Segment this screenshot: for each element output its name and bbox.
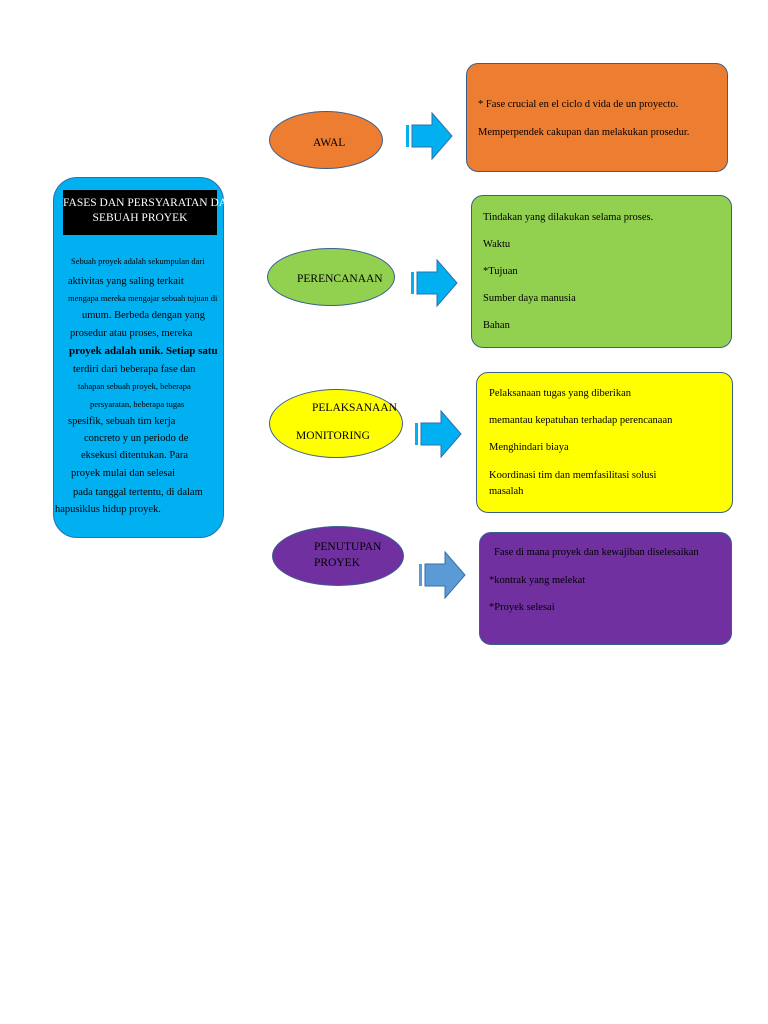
- phase-penutupan-label: PENUTUPAN: [314, 541, 382, 553]
- phase-perencanaan-item: Sumber daya manusia: [483, 293, 576, 304]
- info-panel-title-line-1: FASES DAN PERSYARATAN DA: [63, 197, 228, 209]
- info-panel-title-line-2: SEBUAH PROYEK: [92, 212, 188, 224]
- phase-perencanaan-item: Waktu: [483, 239, 511, 250]
- info-panel-line: persyaratan, beberapa tugas: [90, 399, 185, 409]
- info-panel-line: Sebuah proyek adalah sekumpulan dari: [71, 256, 205, 266]
- phase-pelaksanaan-ellipse: [269, 389, 403, 458]
- arrow-right-icon: [411, 258, 458, 308]
- info-panel-line: prosedur atau proses, mereka: [70, 328, 193, 339]
- phase-perencanaan-box: [471, 195, 732, 348]
- phase-pelaksanaan-item: masalah: [489, 486, 524, 497]
- phase-pelaksanaan-box: [476, 372, 733, 513]
- arrow-right-icon: [406, 111, 453, 161]
- info-panel-title: FASES DAN PERSYARATAN DA SEBUAH PROYEK: [63, 190, 228, 235]
- info-panel-line: concreto y un periodo de: [84, 433, 189, 444]
- phase-awal-ellipse: [269, 111, 383, 169]
- phase-penutupan-item: *Proyek selesai: [489, 602, 555, 613]
- info-panel-line: mengapa mereka mengajar sebuah tujuan di: [68, 293, 218, 303]
- phase-monitoring-label: MONITORING: [296, 430, 370, 442]
- phase-pelaksanaan-label: PELAKSANAAN: [312, 402, 397, 414]
- info-panel-line: tahapan sebuah proyek, beberapa: [78, 381, 191, 391]
- arrow-right-icon: [419, 550, 466, 600]
- phase-awal-box: [466, 63, 728, 172]
- info-panel-line: aktivitas yang saling terkait: [68, 276, 184, 287]
- phase-proyek-label: PROYEK: [314, 557, 361, 569]
- info-panel-line: umum. Berbeda dengan yang: [82, 310, 206, 321]
- info-panel-line: pada tanggal tertentu, di dalam: [73, 487, 203, 498]
- info-panel-line: spesifik, sebuah tim kerja: [68, 416, 176, 427]
- phase-perencanaan-label: PERENCANAAN: [297, 273, 383, 285]
- phase-awal-label: AWAL: [313, 137, 346, 149]
- phase-perencanaan-item: *Tujuan: [483, 266, 518, 277]
- phase-pelaksanaan-item: Koordinasi tim dan memfasilitasi solusi: [489, 470, 657, 481]
- phase-perencanaan-item: Tindakan yang dilakukan selama proses.: [483, 212, 654, 223]
- phase-penutupan-item: *kontrak yang melekat: [489, 575, 586, 586]
- info-panel-line: proyek adalah unik. Setiap satu: [69, 345, 218, 357]
- arrow-right-icon: [415, 409, 462, 459]
- info-panel-line: eksekusi ditentukan. Para: [81, 450, 189, 461]
- info-panel-line: terdiri dari beberapa fase dan: [73, 364, 196, 375]
- phase-pelaksanaan-item: Menghindari biaya: [489, 442, 569, 453]
- info-panel-line: proyek mulai dan selesai: [71, 468, 176, 479]
- phase-awal-item: * Fase crucial en el ciclo d vida de un …: [478, 99, 679, 110]
- phase-perencanaan-item: Bahan: [483, 320, 510, 331]
- phase-pelaksanaan-item: memantau kepatuhan terhadap perencanaan: [489, 415, 673, 426]
- phase-penutupan-item: Fase di mana proyek dan kewajiban disele…: [494, 547, 699, 558]
- phase-penutupan-ellipse: [272, 526, 404, 586]
- info-panel-line: hapusiklus hidup proyek.: [55, 504, 161, 515]
- phase-perencanaan-ellipse: [267, 248, 395, 306]
- phase-awal-item: Memperpendek cakupan dan melakukan prose…: [478, 127, 690, 138]
- phase-penutupan-box: [479, 532, 732, 645]
- phase-pelaksanaan-item: Pelaksanaan tugas yang diberikan: [489, 388, 631, 399]
- info-panel: [53, 177, 224, 538]
